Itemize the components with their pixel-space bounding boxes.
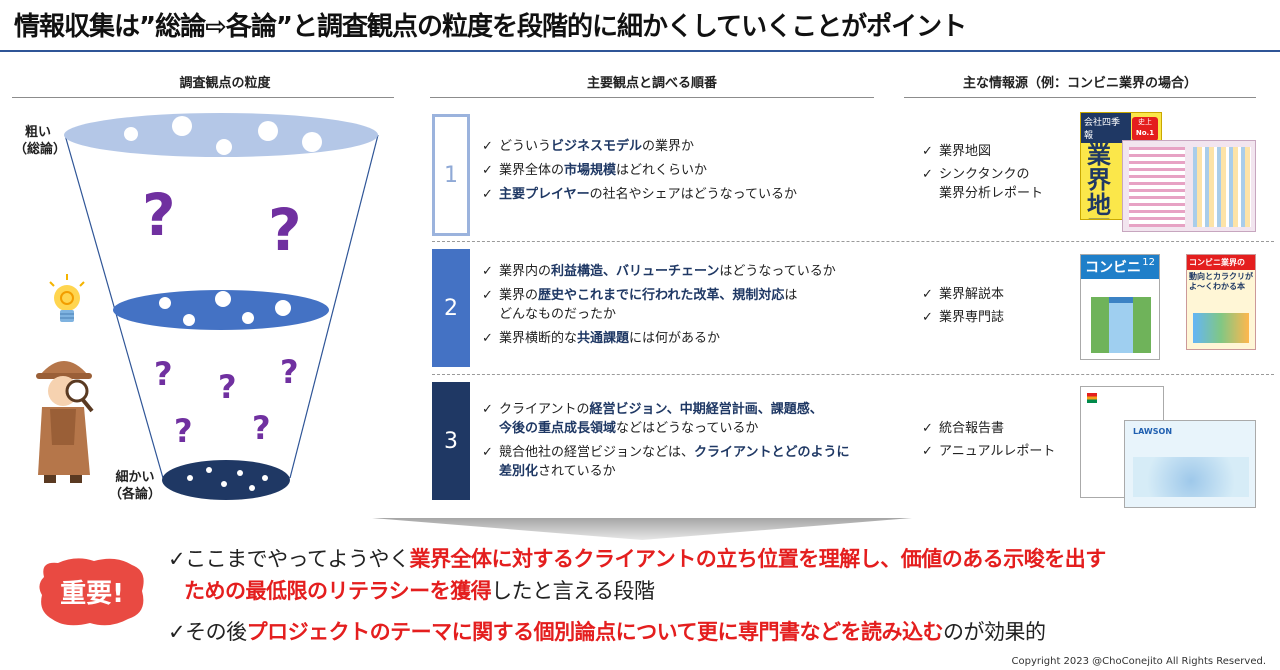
row-2-bullets: ✓業界内の利益構造、バリューチェーンはどうなっているか ✓業界の歴史やこれまでに… xyxy=(482,262,836,353)
column-header-sources: 主な情報源（例：コンビニ業界の場合） xyxy=(962,76,1197,91)
source-trade-journal: ✓業界専門誌 xyxy=(922,310,1005,325)
funnel-top-ellipse xyxy=(64,113,378,157)
summary-line-2: ための最低限のリテラシーを獲得したと言える段階 xyxy=(184,579,655,603)
source-think-tank: ✓シンクタンクの 業界分析レポート xyxy=(922,167,1044,201)
step-number-1: 1 xyxy=(432,114,470,236)
source-industry-book: ✓業界解説本 xyxy=(922,287,1005,302)
bullet-profit-structure: ✓業界内の利益構造、バリューチェーンはどうなっているか xyxy=(482,264,836,279)
question-mark-icon: ? xyxy=(142,181,176,249)
check-icon: ✓ xyxy=(922,167,933,182)
detective-illustration xyxy=(36,361,94,483)
bullet-history: ✓業界の歴史やこれまでに行われた改革、規制対応は どんなものだったか xyxy=(482,288,798,322)
row-separator xyxy=(432,241,1274,242)
bullet-client-vision: ✓クライアントの経営ビジョン、中期経営計画、課題感、 今後の重点成長領域などはど… xyxy=(482,402,823,436)
bullet-market-size: ✓業界全体の市場規模はどれくらいか xyxy=(482,163,708,178)
question-mark-icon: ? xyxy=(280,353,299,391)
step-number-3: 3 xyxy=(432,382,470,500)
row-1-bullets: ✓どういうビジネスモデルの業界か ✓業界全体の市場規模はどれくらいか ✓主要プレ… xyxy=(482,137,797,209)
question-mark-icon: ? xyxy=(154,355,173,393)
check-icon: ✓ xyxy=(922,310,933,325)
source-integrated-report: ✓統合報告書 xyxy=(922,421,1005,436)
bullet-competitors: ✓競合他社の経営ビジョンなどは、クライアントとどのように 差別化されているか xyxy=(482,445,850,479)
copyright-text: Copyright 2023 @ChoConejito All Rights R… xyxy=(1011,656,1267,667)
question-mark-icon: ? xyxy=(268,196,302,264)
row-3-bullets: ✓クライアントの経営ビジョン、中期経営計画、課題感、 今後の重点成長領域などはど… xyxy=(482,400,850,486)
question-mark-icon: ? xyxy=(218,368,237,406)
bullet-common-issues: ✓業界横断的な共通課題には何があるか xyxy=(482,331,721,346)
funnel-bottom-ellipse xyxy=(162,460,290,500)
row-2-sources: ✓業界解説本 ✓業界専門誌 xyxy=(922,285,1004,331)
convenience-magazine-cover: コンビニ 12 xyxy=(1080,254,1160,360)
column-rule-granularity xyxy=(12,97,394,98)
lawson-report-cover: LAWSON xyxy=(1124,420,1256,508)
check-icon: ✓ xyxy=(482,445,493,460)
title-underline xyxy=(0,50,1280,52)
check-icon: ✓ xyxy=(922,421,933,436)
check-icon: ✓ xyxy=(482,139,493,154)
column-rule-sources xyxy=(904,97,1256,98)
funnel-bottom-label: 細かい （各論） xyxy=(108,470,161,502)
important-badge-label: 重要! xyxy=(60,579,124,609)
source-annual-report: ✓アニュアルレポート xyxy=(922,444,1056,459)
step-number-2: 2 xyxy=(432,249,470,367)
column-header-order: 主要観点と調べる順番 xyxy=(586,76,717,91)
convenience-industry-book-cover: コンビニ業界の 動向とカラクリが よ〜くわかる本 xyxy=(1186,254,1256,350)
check-icon: ✓ xyxy=(922,144,933,159)
lightbulb-icon xyxy=(49,274,85,322)
page-title: 情報収集は”総論⇨各論”と調査観点の粒度を段階的に細かくしていくことがポイント xyxy=(14,12,967,42)
row-3-sources: ✓統合報告書 ✓アニュアルレポート xyxy=(922,419,1055,465)
question-mark-icon: ? xyxy=(252,409,271,447)
summary-line-1: ✓ここまでやってようやく業界全体に対するクライアントの立ち位置を理解し、価値のあ… xyxy=(168,547,1106,571)
granularity-funnel: ? ? ? ? ? ? ? xyxy=(64,113,379,500)
check-icon: ✓ xyxy=(482,163,493,178)
check-icon: ✓ xyxy=(922,287,933,302)
bullet-major-players: ✓主要プレイヤーの社名やシェアはどうなっているか xyxy=(482,187,797,202)
check-icon: ✓ xyxy=(482,402,493,417)
row-1-sources: ✓業界地図 ✓シンクタンクの 業界分析レポート xyxy=(922,142,1043,207)
column-header-granularity: 調査観点の粒度 xyxy=(179,76,271,91)
check-icon: ✓ xyxy=(482,288,493,303)
question-mark-icon: ? xyxy=(174,412,193,450)
check-icon: ✓ xyxy=(922,444,933,459)
check-icon: ✓ xyxy=(482,264,493,279)
important-badge: 重要! xyxy=(39,558,144,626)
summary-line-3: ✓その後プロジェクトのテーマに関する個別論点について更に専門書などを読み込むのが… xyxy=(168,620,1046,644)
column-rule-order xyxy=(430,97,874,98)
check-icon: ✓ xyxy=(482,331,493,346)
summary-arrow-band xyxy=(372,518,912,540)
source-industry-map: ✓業界地図 xyxy=(922,144,992,159)
row-separator xyxy=(432,374,1274,375)
bullet-business-model: ✓どういうビジネスモデルの業界か xyxy=(482,139,695,154)
funnel-top-label: 粗い （総論） xyxy=(14,125,67,157)
industry-map-spread-image xyxy=(1122,140,1256,232)
check-icon: ✓ xyxy=(482,187,493,202)
